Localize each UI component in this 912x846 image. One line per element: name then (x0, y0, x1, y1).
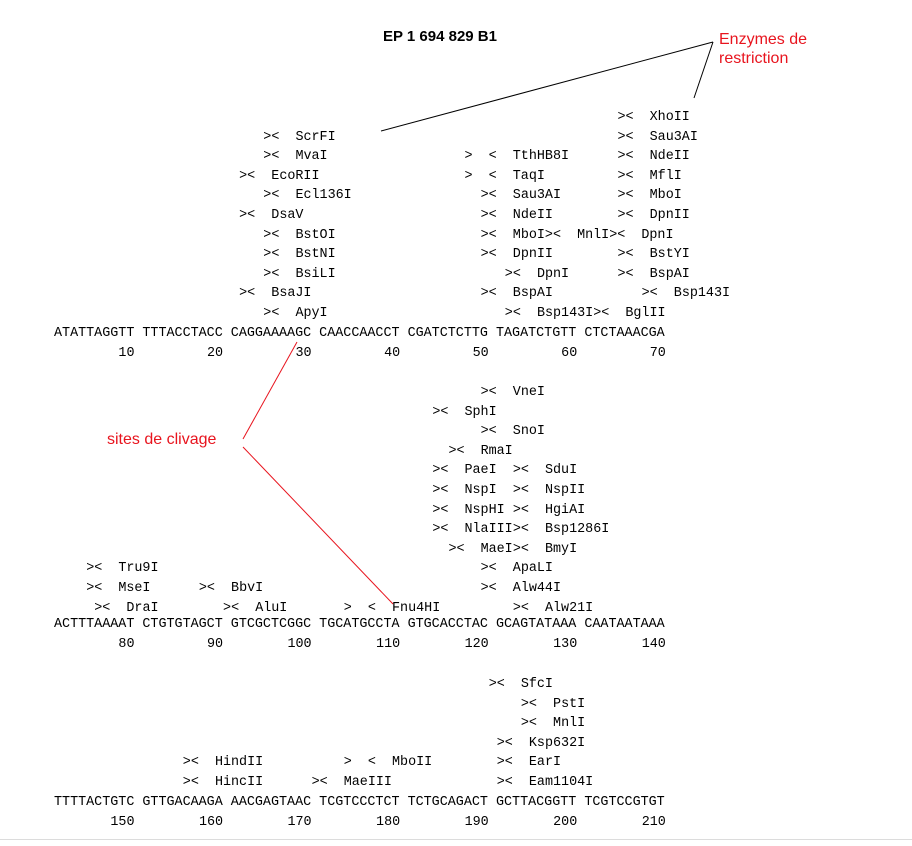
restriction-enzyme-label: >< SnoI (480, 424, 545, 440)
restriction-enzyme-label: >< BspAI (617, 266, 690, 282)
position-number: 170 (287, 815, 312, 830)
restriction-enzyme-label: >< VneI (480, 385, 545, 400)
restriction-enzyme-label: >< MnlI (520, 716, 586, 732)
restriction-enzyme-label: >< MvaI (263, 149, 328, 165)
restriction-enzyme-label: >< PstI (520, 696, 586, 712)
cleavage-pointer-line-2 (242, 446, 394, 605)
position-number: 150 (110, 815, 135, 830)
position-number: 210 (641, 815, 666, 830)
position-number: 190 (464, 815, 489, 830)
restriction-enzyme-label: >< DraI (94, 600, 159, 616)
position-number: 10 (118, 346, 135, 361)
enzymes-annotation: Enzymes de restriction (719, 30, 807, 68)
cleavage-pointer-line-1 (242, 341, 298, 440)
restriction-enzyme-label: >< Alw44I (480, 581, 561, 596)
restriction-enzyme-label: >< NspHI (432, 502, 505, 518)
restriction-enzyme-label: >< NlaIII (432, 522, 513, 538)
restriction-enzyme-label: >< Eam1104I (496, 775, 594, 790)
restriction-enzyme-label: >< MboI>< MnlI>< DpnI (480, 227, 674, 243)
restriction-enzyme-label: >< ApyI (263, 306, 328, 321)
restriction-enzyme-label: >< Tru9I (86, 561, 159, 577)
restriction-enzyme-label: >< BstNI (263, 247, 336, 263)
restriction-enzyme-label: >< DsaV (239, 208, 304, 223)
restriction-enzyme-label: >< Bsp1286I (512, 522, 610, 538)
restriction-enzyme-label: >< PaeI (432, 463, 497, 479)
position-number: 30 (295, 346, 312, 361)
restriction-enzyme-label: >< Sau3AI (617, 129, 698, 145)
restriction-enzyme-label: >< BsaJI (239, 286, 312, 302)
restriction-enzyme-label: >< BspAI (480, 286, 553, 302)
position-number: 50 (472, 346, 489, 361)
position-number: 80 (118, 637, 135, 652)
restriction-enzyme-label: >< AluI (223, 600, 288, 616)
restriction-enzyme-label: >< XhoII (617, 110, 690, 125)
restriction-enzyme-label: >< Sau3AI (480, 188, 561, 204)
restriction-enzyme-label: >< BsiLI (263, 266, 336, 282)
restriction-enzyme-label: >< EarI (496, 755, 562, 771)
restriction-enzyme-label: >< NspII (512, 483, 586, 498)
enzymes-annotation-line2: restriction (719, 50, 789, 67)
position-number: 180 (376, 815, 401, 830)
restriction-enzyme-label: >< MseI (86, 581, 151, 596)
enzymes-annotation-line1: Enzymes de (719, 31, 808, 48)
restriction-enzyme-label: > < TthHB8I (464, 149, 570, 165)
restriction-enzyme-label: >< RmaI (448, 443, 513, 459)
restriction-enzyme-label: >< NdeII (480, 208, 553, 223)
sites-annotation: sites de clivage (107, 431, 217, 448)
position-number: 60 (561, 346, 578, 361)
position-number: 130 (553, 637, 578, 652)
restriction-enzyme-label: > < MboII (343, 755, 433, 771)
restriction-enzyme-label: >< Alw21I (512, 600, 594, 616)
restriction-enzyme-label: >< HgiAI (512, 502, 586, 518)
restriction-enzyme-label: > < Fnu4HI (343, 600, 441, 616)
restriction-enzyme-label: >< Bsp143I>< BglII (504, 306, 666, 321)
restriction-enzyme-label: >< SphI (432, 404, 497, 420)
restriction-enzyme-label: >< NspI (432, 483, 497, 498)
enzyme-pointer-line-1 (380, 41, 714, 132)
patent-number-title: EP 1 694 829 B1 (383, 28, 497, 45)
dna-sequence-line: ACTTTAAAAT CTGTGTAGCT GTCGCTCGGC TGCATGC… (54, 617, 665, 632)
restriction-enzyme-label: >< DpnII (480, 247, 553, 263)
restriction-enzyme-label: >< DpnI (504, 266, 570, 282)
dna-sequence-line: TTTTACTGTC GTTGACAAGA AACGAGTAAC TCGTCCC… (54, 795, 665, 810)
restriction-enzyme-label: >< EcoRII (239, 168, 320, 184)
restriction-enzyme-label: >< MaeI (448, 541, 513, 557)
restriction-enzyme-label: >< BstOI (263, 227, 336, 243)
restriction-enzyme-label: >< Bsp143I (641, 286, 731, 302)
restriction-enzyme-label: >< ScrFI (263, 129, 336, 145)
restriction-enzyme-label: >< Ksp632I (496, 735, 586, 751)
position-number: 100 (287, 637, 312, 652)
bottom-divider (0, 839, 912, 840)
restriction-enzyme-label: >< Ecl136I (263, 188, 352, 204)
restriction-enzyme-label: >< ApaLI (480, 561, 553, 577)
restriction-enzyme-label: > < TaqI (464, 168, 545, 184)
restriction-enzyme-label: >< BbvI (198, 581, 264, 596)
enzyme-pointer-line-2 (693, 41, 714, 99)
restriction-enzyme-label: >< HindII (182, 755, 264, 771)
restriction-enzyme-label: >< MflI (617, 168, 682, 184)
position-number: 20 (206, 346, 224, 361)
restriction-enzyme-label: >< MboI (617, 188, 682, 204)
restriction-enzyme-label: >< SfcI (488, 677, 553, 692)
position-number: 40 (384, 346, 401, 361)
restriction-enzyme-label: >< DpnII (617, 208, 690, 223)
restriction-enzyme-label: >< NdeII (617, 149, 690, 165)
position-number: 200 (553, 815, 578, 830)
restriction-enzyme-label: >< BmyI (512, 541, 578, 557)
position-number: 90 (206, 637, 224, 652)
position-number: 70 (649, 346, 666, 361)
position-number: 140 (641, 637, 666, 652)
restriction-enzyme-label: >< MaeIII (311, 775, 392, 790)
position-number: 110 (376, 637, 401, 652)
restriction-enzyme-label: >< BstYI (617, 247, 690, 263)
position-number: 160 (198, 815, 224, 830)
restriction-enzyme-label: >< SduI (512, 463, 578, 479)
restriction-enzyme-label: >< HincII (182, 775, 264, 790)
position-number: 120 (464, 637, 489, 652)
dna-sequence-line: ATATTAGGTT TTTACCTACC CAGGAAAAGC CAACCAA… (54, 326, 665, 341)
